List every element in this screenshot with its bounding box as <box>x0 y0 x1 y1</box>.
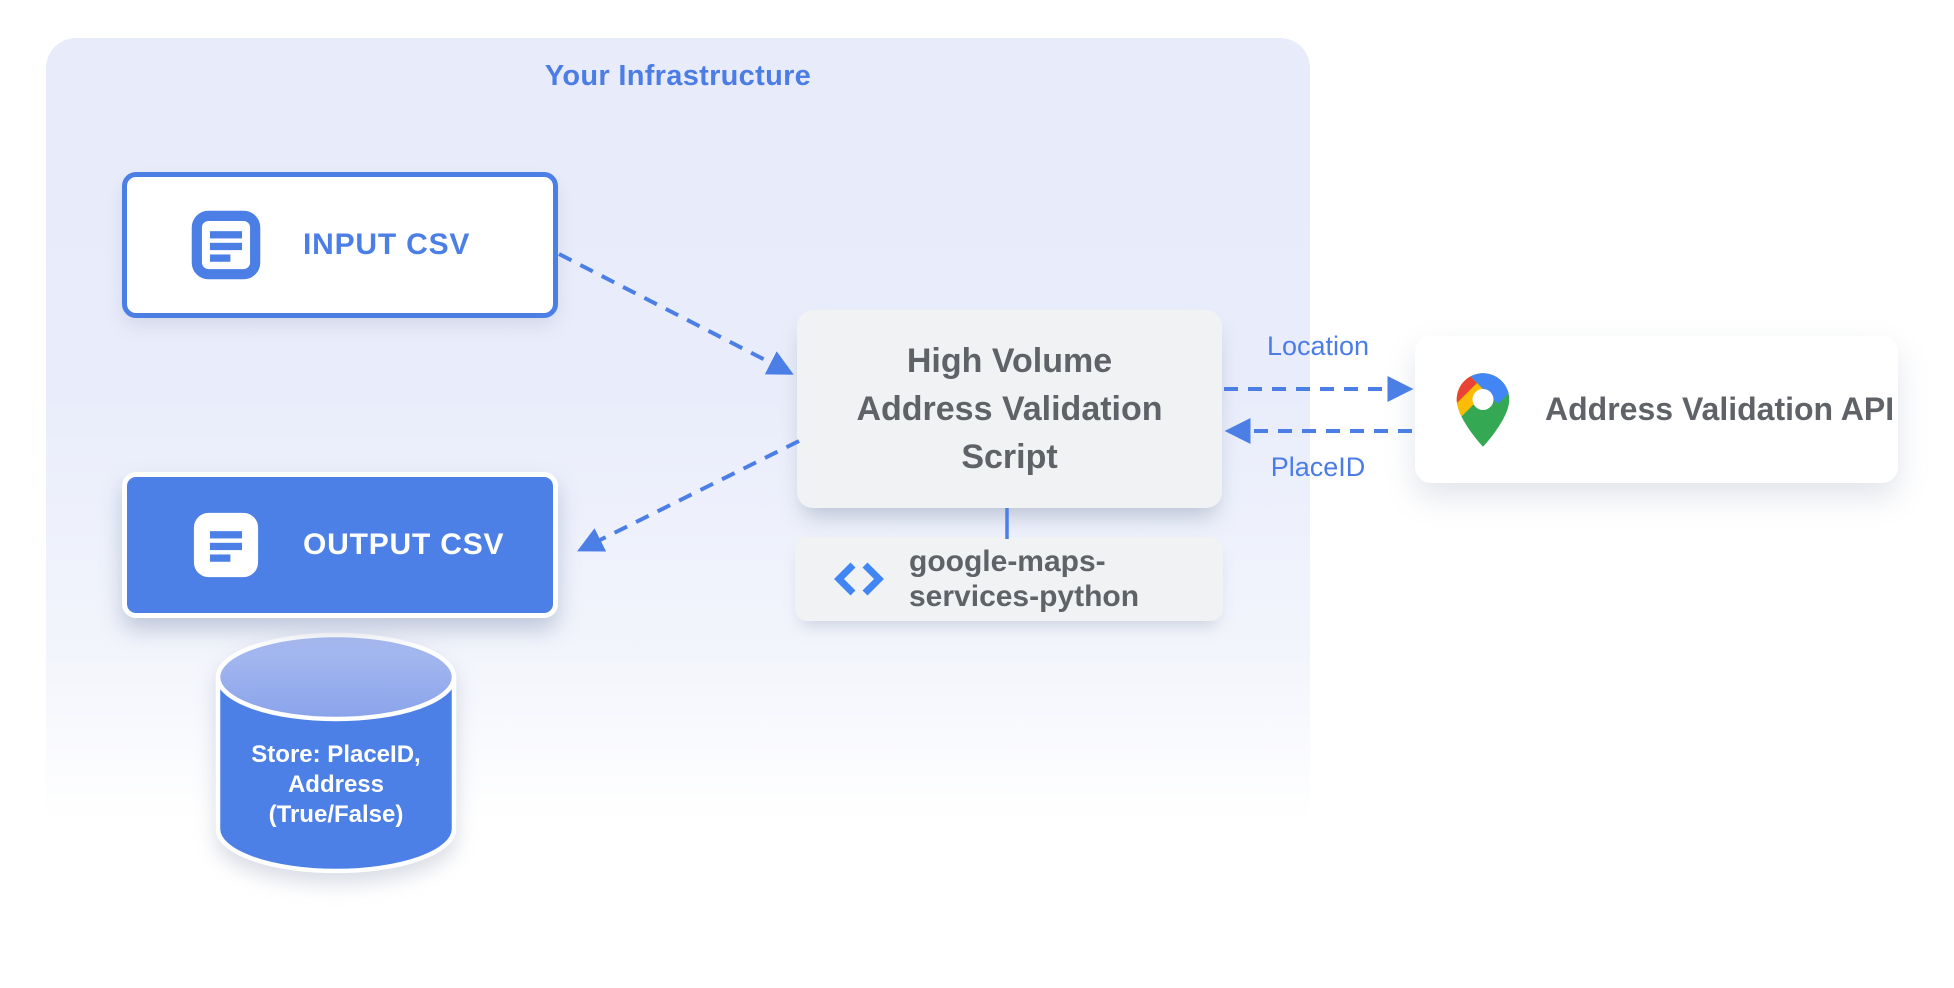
datastore-line: Address <box>287 771 385 798</box>
output-csv-label: OUTPUT CSV <box>303 528 505 561</box>
document-icon <box>191 210 261 280</box>
datastore-line: (True/False) <box>268 801 404 828</box>
library-label-line: google-maps- <box>909 545 1106 578</box>
library-label-line: services-python <box>909 580 1140 613</box>
script-label-line: Address Validation <box>856 390 1163 428</box>
input-csv-node: INPUT CSV <box>122 172 558 318</box>
library-node: google-maps- services-python <box>795 537 1223 621</box>
api-label: Address Validation API <box>1545 391 1895 427</box>
code-icon <box>834 562 884 596</box>
library-label: google-maps- services-python <box>909 544 1139 614</box>
datastore-label: Store: PlaceID, Address (True/False) <box>213 740 459 830</box>
infrastructure-title: Your Infrastructure <box>544 60 812 92</box>
cylinder-top <box>215 632 457 722</box>
datastore-line: Store: PlaceID, <box>251 741 421 768</box>
document-icon <box>193 512 259 578</box>
cylinder-body <box>215 674 457 874</box>
script-label-line: Script <box>961 438 1058 476</box>
input-csv-label: INPUT CSV <box>303 228 471 261</box>
script-label-line: High Volume <box>906 342 1113 380</box>
placeid-edge-label: PlaceID <box>1270 452 1366 482</box>
output-csv-node: OUTPUT CSV <box>122 472 558 618</box>
api-node: Address Validation API <box>1415 336 1898 483</box>
google-maps-pin-icon <box>1456 372 1510 447</box>
datastore-cylinder <box>215 632 457 874</box>
location-edge-label: Location <box>1266 331 1370 361</box>
script-node: High Volume Address Validation Script <box>797 310 1222 508</box>
